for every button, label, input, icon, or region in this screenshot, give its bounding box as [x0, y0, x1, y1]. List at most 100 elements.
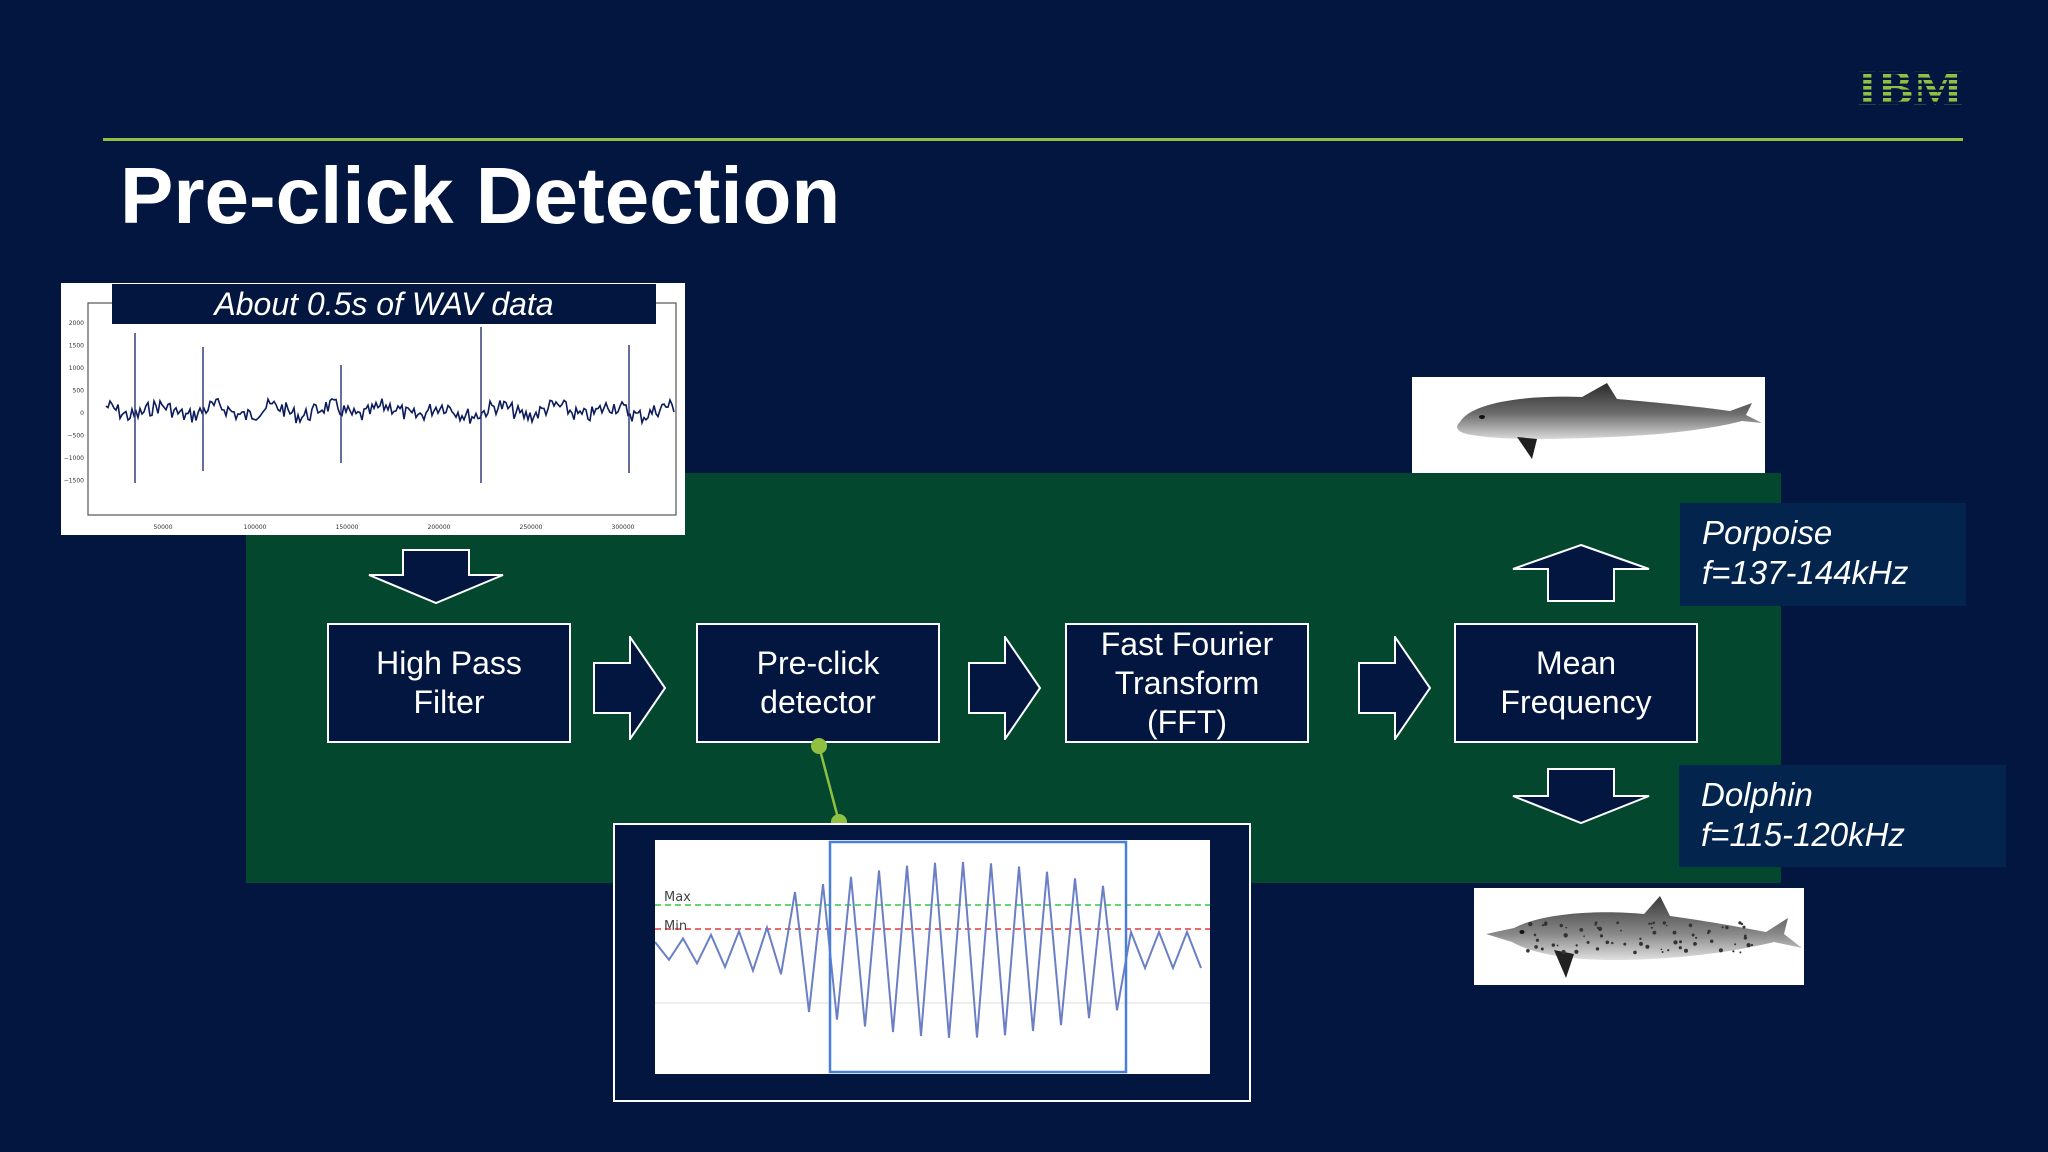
dolphin-spot	[1679, 940, 1682, 944]
ibm-logo: IBM	[1857, 62, 1963, 108]
dolphin-name: Dolphin	[1701, 776, 1813, 813]
dolphin-spot	[1661, 951, 1664, 953]
dolphin-spot	[1672, 930, 1677, 935]
up-arrow-icon	[1512, 543, 1650, 602]
wav-y-tick: 1000	[69, 365, 84, 372]
dolphin-spot	[1586, 940, 1590, 944]
dolphin-image	[1474, 888, 1804, 985]
stage-high-pass-filter: High Pass Filter	[327, 623, 571, 743]
dolphin-spot	[1645, 944, 1650, 949]
dolphin-spot	[1599, 934, 1604, 938]
dolphin-frequency: f=115-120kHz	[1701, 816, 1905, 853]
porpoise-frequency: f=137-144kHz	[1702, 554, 1909, 591]
dolphin-spot	[1579, 928, 1584, 932]
stage-mean-frequency: Mean Frequency	[1454, 623, 1698, 743]
dolphin-spot	[1684, 948, 1688, 953]
dolphin-spot	[1743, 936, 1748, 940]
dolphin-spot	[1596, 926, 1599, 929]
dolphin-spot	[1561, 949, 1566, 955]
dolphin-spot	[1707, 929, 1711, 933]
dolphin-spot	[1594, 923, 1597, 926]
porpoise-output: Porpoise f=137-144kHz	[1680, 503, 1966, 606]
dolphin-spot	[1648, 922, 1651, 925]
page-title: Pre-click Detection	[120, 151, 841, 240]
dolphin-spot	[1540, 947, 1544, 951]
dolphin-spot	[1738, 921, 1742, 925]
dolphin-spot	[1662, 921, 1666, 925]
detail-plot-svg: Max Min	[654, 840, 1210, 1074]
dolphin-spot	[1678, 946, 1682, 950]
dolphin-spot	[1673, 940, 1678, 945]
detail-connector	[811, 738, 847, 825]
wav-y-tick: 0	[80, 410, 84, 417]
dolphin-spot	[1526, 949, 1530, 953]
dolphin-spot	[1691, 933, 1695, 937]
dolphin-spot	[1750, 943, 1754, 947]
dolphin-spot	[1742, 925, 1746, 929]
dolphin-spot	[1732, 950, 1735, 953]
dolphin-spot	[1598, 926, 1603, 931]
dolphin-spot	[1734, 943, 1737, 946]
dolphin-spot	[1746, 943, 1751, 948]
dolphin-spot	[1650, 926, 1653, 929]
dolphin-spot	[1563, 933, 1568, 938]
dolphin-spot	[1528, 922, 1533, 927]
wav-caption: About 0.5s of WAV data	[112, 284, 656, 324]
wav-spikes	[134, 327, 630, 483]
dolphin-spot	[1620, 929, 1622, 932]
dolphin-spot	[1556, 944, 1559, 947]
wav-x-tick: 100000	[244, 524, 267, 531]
down-arrow-icon	[1512, 768, 1650, 825]
title-rule	[103, 138, 1963, 141]
dolphin-spot	[1551, 943, 1555, 947]
dolphin-spot	[1535, 938, 1539, 942]
dolphin-spot	[1652, 930, 1657, 935]
dolphin-spot	[1534, 945, 1538, 949]
dolphin-spot	[1559, 923, 1563, 928]
dolphin-output: Dolphin f=115-120kHz	[1679, 765, 2006, 867]
dolphin-spot	[1639, 937, 1642, 940]
wav-y-tick: −1500	[64, 478, 84, 485]
dolphin-spot	[1574, 949, 1579, 954]
dolphin-spot	[1543, 922, 1548, 926]
dolphin-spot	[1693, 942, 1697, 946]
porpoise-illustration	[1457, 383, 1762, 459]
dolphin-spot	[1660, 948, 1663, 951]
dolphin-spot	[1575, 944, 1578, 947]
dolphin-spot	[1739, 951, 1742, 954]
wav-y-tick: 2000	[69, 320, 84, 327]
wav-y-tick: −1000	[64, 455, 84, 462]
ibm-logo-text: IBM	[1857, 62, 1963, 108]
dolphin-spot	[1565, 926, 1568, 929]
wav-x-tick: 50000	[153, 524, 172, 531]
stage-pre-click-detector: Pre-click detector	[696, 623, 940, 743]
dolphin-spot	[1583, 935, 1585, 937]
dolphin-spot	[1710, 939, 1714, 943]
min-label: Min	[664, 919, 687, 934]
wav-waveform	[105, 396, 675, 426]
right-arrow-icon	[1358, 636, 1432, 740]
porpoise-image	[1412, 377, 1765, 473]
porpoise-name: Porpoise	[1702, 514, 1833, 551]
right-arrow-icon	[968, 636, 1042, 740]
wav-x-tick: 300000	[612, 524, 635, 531]
down-arrow-icon	[368, 549, 504, 605]
detail-waveform	[654, 861, 1202, 1038]
stage-fft: Fast Fourier Transform (FFT)	[1065, 623, 1309, 743]
dolphin-spot	[1667, 949, 1670, 952]
wav-y-tick: 500	[73, 388, 85, 395]
dolphin-spot	[1650, 922, 1653, 925]
wav-x-tick: 150000	[336, 524, 359, 531]
right-arrow-icon	[593, 636, 667, 740]
wav-x-tick: 200000	[428, 524, 451, 531]
dolphin-spot	[1541, 924, 1544, 927]
dolphin-spot	[1595, 947, 1600, 951]
dolphin-spot	[1688, 923, 1693, 928]
dolphin-spot	[1533, 933, 1537, 937]
detection-window	[828, 840, 1128, 1074]
dolphin-spot	[1665, 924, 1668, 927]
dolphin-spot	[1616, 921, 1620, 925]
dolphin-spot	[1611, 941, 1614, 945]
